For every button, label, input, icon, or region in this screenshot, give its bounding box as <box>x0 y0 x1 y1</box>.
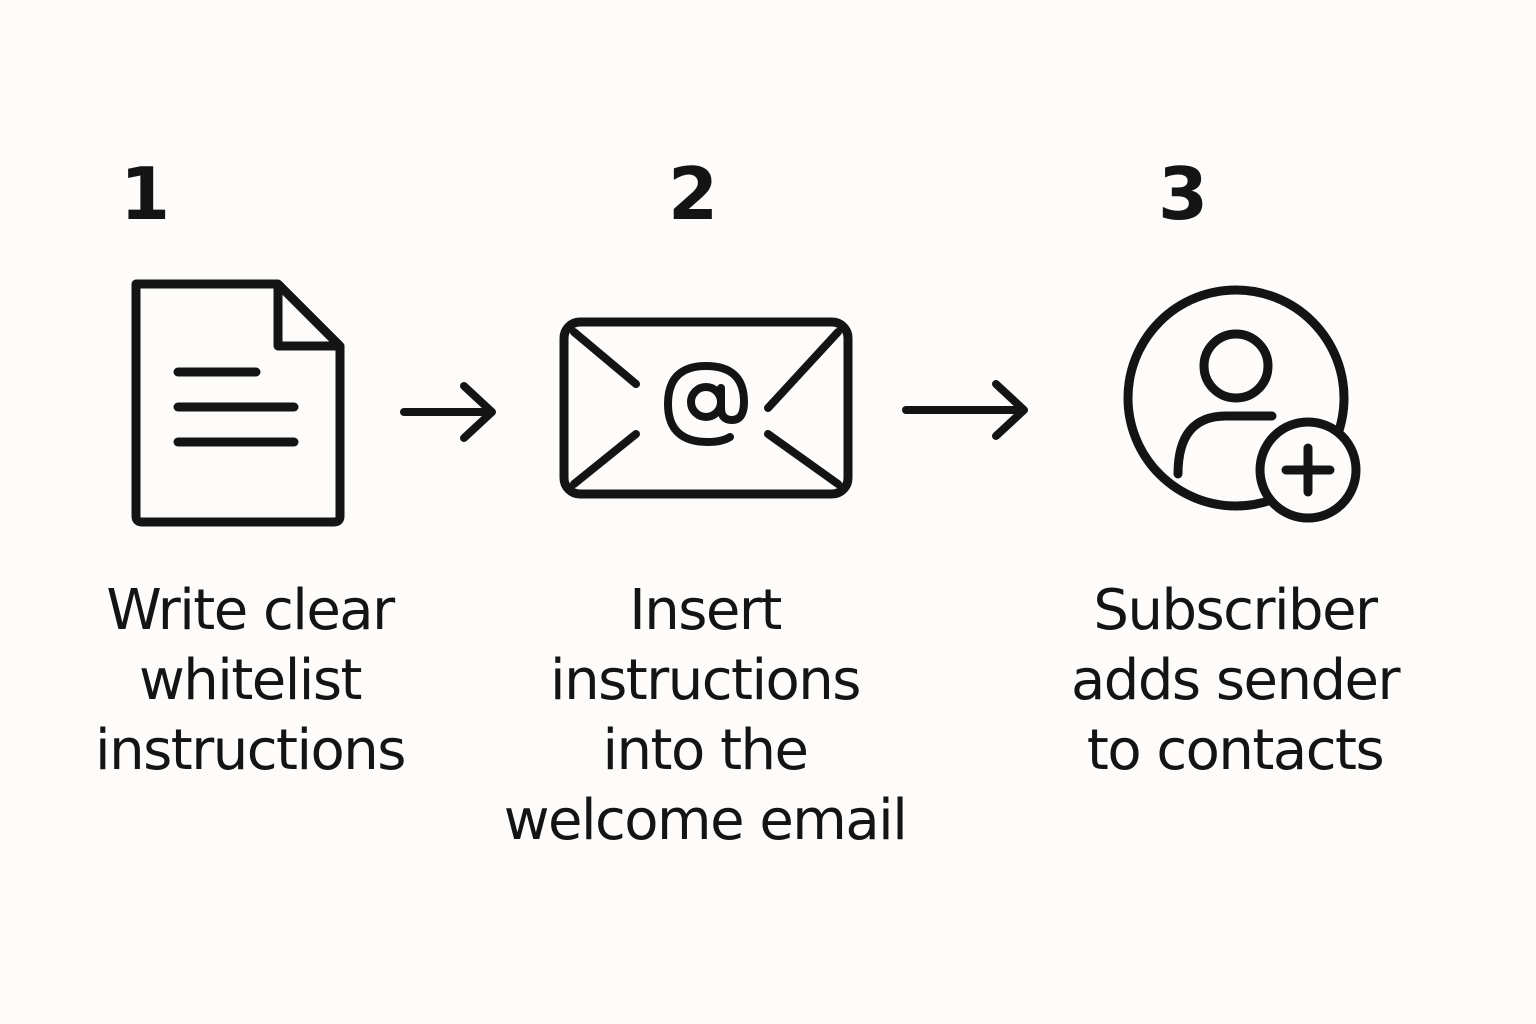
step-3-label: Subscriber adds sender to contacts <box>1070 578 1401 783</box>
document-icon <box>126 276 346 527</box>
arrow-right-icon <box>400 380 500 444</box>
step-1-label: Write clear whitelist instructions <box>95 578 406 783</box>
step-3-number: 3 <box>1158 152 1209 236</box>
email-envelope-icon <box>558 316 854 500</box>
step-2-number: 2 <box>668 152 719 236</box>
step-1-number: 1 <box>120 152 171 236</box>
step-2-label: Insert instructions into the welcome ema… <box>503 578 908 853</box>
arrow-right-icon <box>902 378 1032 442</box>
add-contact-icon <box>1122 284 1372 534</box>
